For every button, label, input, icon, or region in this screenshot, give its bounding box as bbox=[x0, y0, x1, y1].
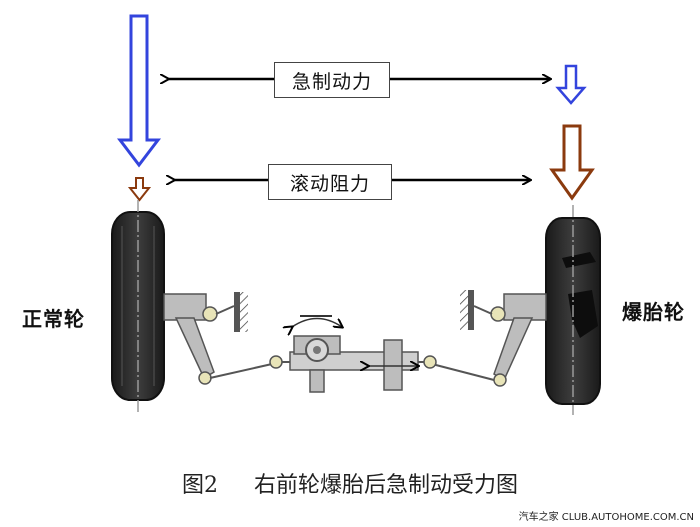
rolling-resistance-arrow-left bbox=[127, 177, 152, 202]
blown-wheel-label: 爆胎轮 bbox=[622, 300, 685, 324]
rolling-resistance-label: 滚动阻力 bbox=[268, 164, 392, 200]
figure-number: 图2 bbox=[181, 473, 218, 498]
figure-caption: 图2 右前轮爆胎后急制动受力图 bbox=[0, 467, 700, 499]
normal-wheel-label: 正常轮 bbox=[22, 307, 85, 331]
rolling-resistance-arrow-right bbox=[549, 124, 595, 201]
normal-wheel bbox=[111, 200, 165, 412]
watermark: 汽车之家 CLUB.AUTOHOME.COM.CN bbox=[518, 512, 694, 523]
right-tie-rod bbox=[431, 363, 495, 381]
figure-title: 右前轮爆胎后急制动受力图 bbox=[253, 473, 518, 498]
blown-wheel bbox=[545, 205, 601, 415]
right-suspension bbox=[460, 290, 547, 387]
braking-force-arrow-left bbox=[116, 14, 162, 168]
braking-force-label: 急制动力 bbox=[274, 62, 390, 98]
braking-force-arrow-right bbox=[555, 64, 587, 105]
left-suspension bbox=[163, 292, 248, 385]
steering-rack bbox=[282, 315, 424, 393]
left-tie-rod bbox=[209, 363, 273, 379]
